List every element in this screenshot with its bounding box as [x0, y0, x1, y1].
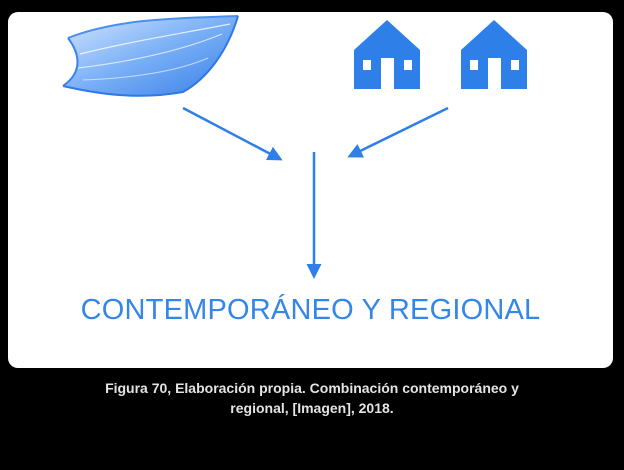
house-icon [461, 20, 527, 89]
arrow-right [347, 106, 449, 158]
house-icon [354, 20, 420, 89]
diagram-canvas [62, 15, 527, 279]
figure-panel: CONTEMPORÁNEO Y REGIONAL [8, 12, 613, 368]
caption-line-1: Figura 70, Elaboración propia. Combinaci… [105, 380, 519, 396]
caption-line-2: regional, [Imagen], 2018. [230, 400, 394, 416]
diagram-title: CONTEMPORÁNEO Y REGIONAL [80, 294, 541, 326]
wave-roof-icon [62, 15, 239, 97]
figure-caption: Figura 70, Elaboración propia. Combinaci… [0, 378, 624, 418]
arrow-left [182, 106, 283, 161]
